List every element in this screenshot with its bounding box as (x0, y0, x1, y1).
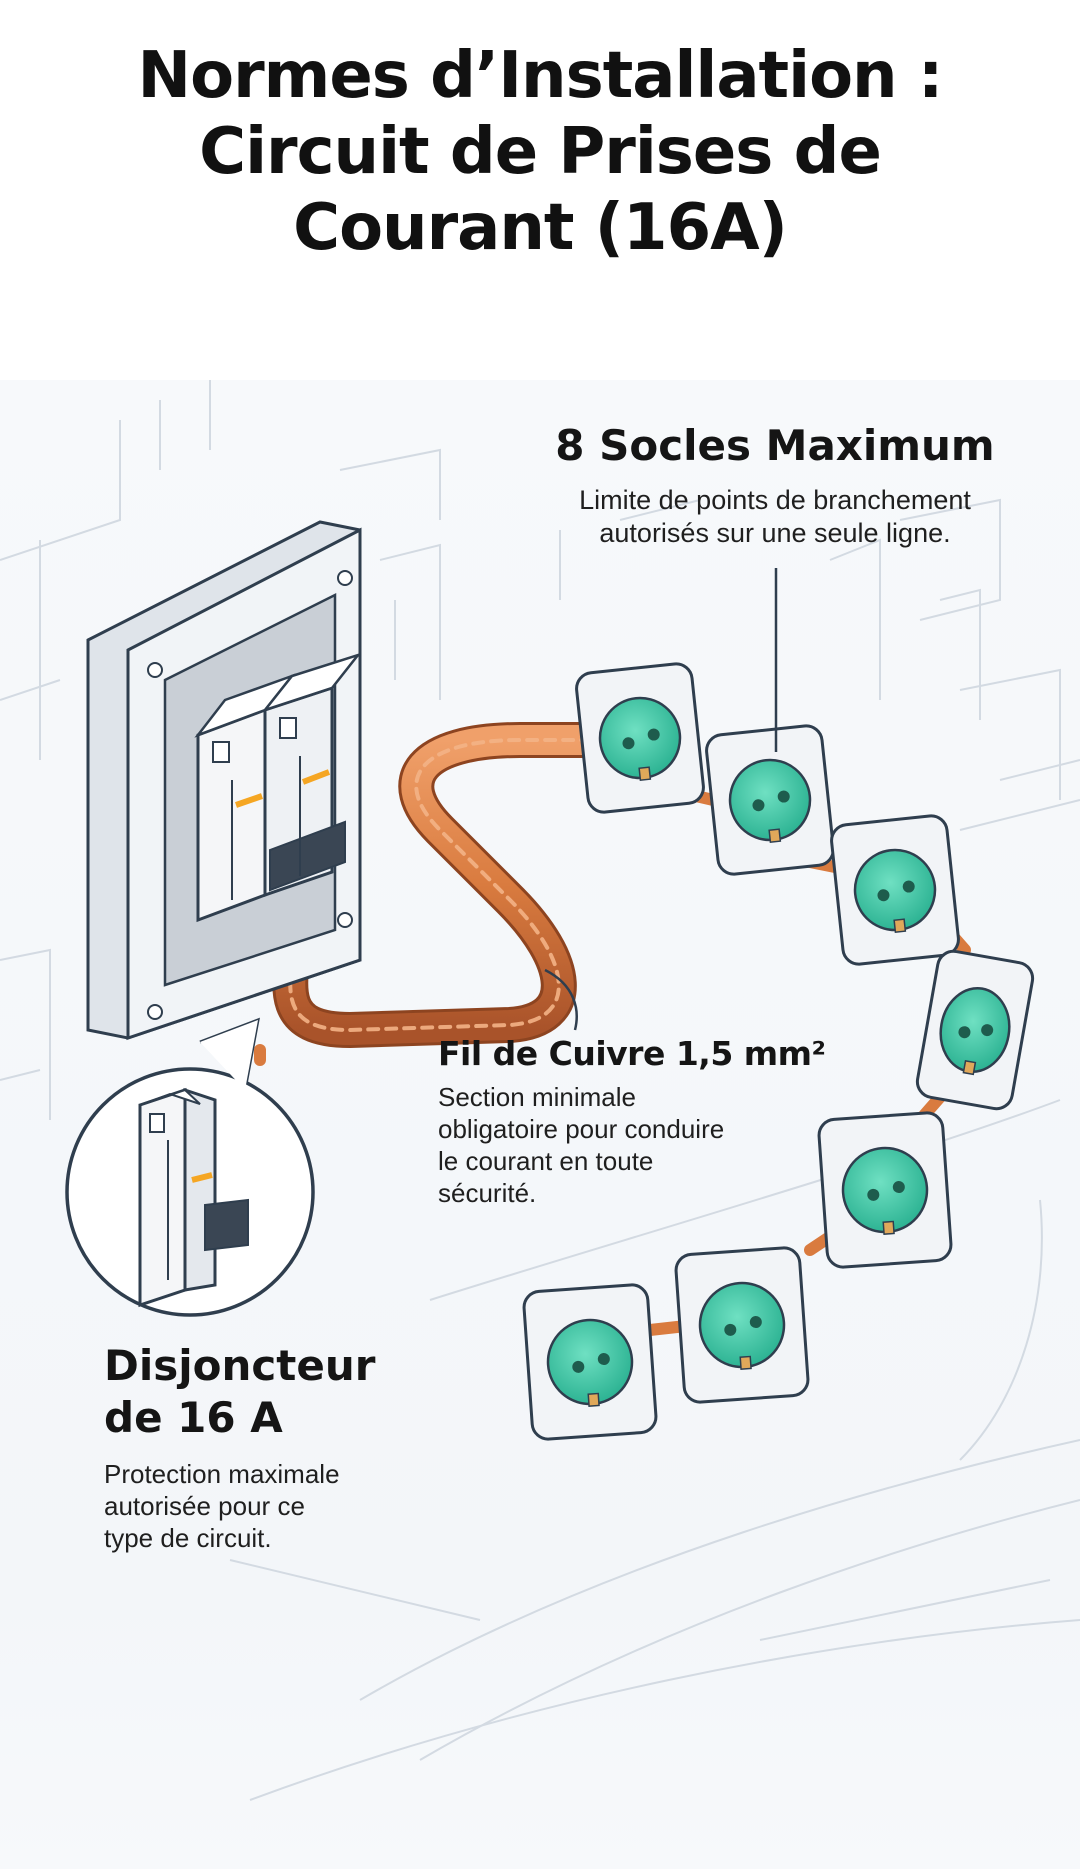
sockets-description-line-1: Limite de points de branchement (579, 485, 971, 515)
sockets-heading: 8 Socles Maximum (555, 421, 995, 470)
title-line-1: Normes d’Installation : (137, 39, 944, 113)
socket-7 (522, 1283, 658, 1441)
socket-1 (575, 662, 705, 814)
breaker-description-line-3: type de circuit. (104, 1523, 272, 1553)
breaker-callout (65, 1017, 315, 1317)
wire-label: Fil de Cuivre 1,5 mm² Section minimale o… (438, 1033, 858, 1209)
title-line-3: Courant (16A) (293, 191, 788, 265)
socket-4 (915, 949, 1035, 1111)
wire-description-line-1: Section minimale (438, 1082, 636, 1112)
panel-breaker-icon (194, 652, 362, 923)
socket-row (522, 662, 1035, 1441)
socket-5 (817, 1111, 953, 1269)
sockets-description-line-2: autorisés sur une seule ligne. (599, 518, 951, 548)
breaker-description-line-1: Protection maximale (104, 1459, 340, 1489)
socket-2 (705, 724, 835, 876)
wire-description-line-2: obligatoire pour conduire (438, 1114, 725, 1144)
sockets-label: 8 Socles Maximum Limite de points de bra… (505, 420, 1045, 550)
breaker-description-line-2: autorisée pour ce (104, 1491, 305, 1521)
page-title: Normes d’Installation : Circuit de Prise… (0, 38, 1080, 266)
background-grid-lines (0, 380, 1080, 1801)
breaker-label: Disjoncteur de 16 A Protection maximale … (104, 1340, 444, 1554)
wire-heading: Fil de Cuivre 1,5 mm² (438, 1034, 826, 1073)
socket-6 (674, 1246, 810, 1404)
breaker-heading-line-2: de 16 A (104, 1393, 283, 1442)
wire-description-line-3: le courant en toute (438, 1146, 654, 1176)
socket-3 (830, 814, 960, 966)
wire-description-line-4: sécurité. (438, 1178, 537, 1208)
title-line-2: Circuit de Prises de (199, 115, 882, 189)
breaker-heading-line-1: Disjoncteur (104, 1341, 376, 1390)
leader-lines (544, 568, 778, 1031)
